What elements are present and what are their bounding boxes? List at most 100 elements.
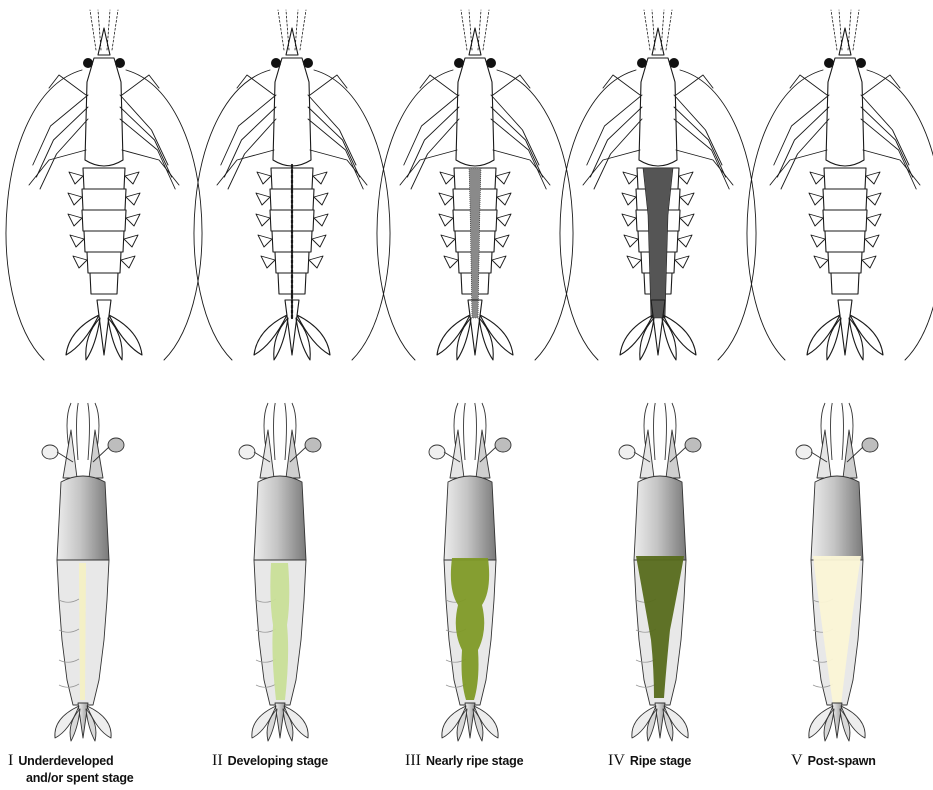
pleopod-left [809,214,823,226]
pleopod-right [675,256,689,268]
antenna-tuft [842,403,844,460]
pleopod-left [261,256,275,268]
eye-right [495,438,511,452]
eye-left [619,445,635,459]
pleopod-left [68,214,82,226]
pleopod-right [126,214,140,226]
antenna-tuft [77,403,79,460]
walking-leg [404,95,459,165]
line-shrimp-2 [194,10,390,360]
telson [78,703,88,738]
antennule [644,10,650,50]
stage-label: Post-spawn [808,754,876,768]
stage-label: Nearly ripe stage [426,754,523,768]
carapace [634,476,686,560]
leg-right-long [310,150,367,185]
leg-right-long [122,150,179,185]
pleopod-left [444,256,458,268]
pleopod-right [313,172,327,184]
walking-leg [861,119,916,189]
antenna-tuft [654,403,656,460]
pleopod-right [497,193,511,205]
antenna-tuft [831,403,833,460]
head-lobe [640,430,654,478]
stage-label: Developing stage [228,754,328,768]
shaded-shrimp-2 [239,403,321,741]
pleopod-right [309,256,323,268]
eye-left [239,445,255,459]
line-shrimp-3 [377,10,573,360]
uropod-inner [86,318,100,360]
uropod-inner [457,318,471,360]
head-lobe [63,430,77,478]
abdomen-segment [824,168,866,189]
line-shrimp-1 [6,10,202,360]
walking-leg [674,119,729,189]
pleopod-left [69,172,83,184]
leg-right-long [493,150,550,185]
pleopod-left [68,193,82,205]
telson [655,703,665,738]
telson [275,703,285,738]
ovary [79,563,86,700]
eye-left [42,445,58,459]
carapace [444,476,496,560]
pleopod-right [678,235,692,247]
telson [838,300,852,355]
pleopod-left [441,235,455,247]
head-lobe [817,430,831,478]
uropod-inner [662,318,676,360]
uropod-outer [66,315,99,355]
stage-caption-3: IIINearly ripe stage [405,752,523,770]
shaded-shrimp-3 [429,403,511,741]
uropod-inner [108,318,122,360]
carapace [811,476,863,560]
stage-label-line2: and/or spent stage [8,770,134,787]
pleopod-left [256,214,270,226]
eye-left [796,445,812,459]
pleopod-left [258,235,272,247]
uropod-outer [807,315,840,355]
antenna-tuft [464,403,466,460]
pleopod-left [811,235,825,247]
abdomen-segment [82,189,126,210]
pleopod-left [257,172,271,184]
abdomen-segment [828,252,862,273]
pleopod-right [497,214,511,226]
line-shrimp-5 [747,10,933,360]
abdomen-segment [83,168,125,189]
pleopod-left [810,172,824,184]
abdomen-segment [84,231,124,252]
pleopod-left [622,214,636,226]
carapace [85,58,123,166]
antennule [300,10,306,50]
pleopod-right [866,172,880,184]
uropod-inner [296,318,310,360]
abdomen-segment [831,273,859,294]
pleopod-right [125,172,139,184]
antenna-tuft [285,403,287,460]
walking-leg [491,119,546,189]
pleopod-right [862,256,876,268]
abdomen-segment [823,189,867,210]
uropod-inner [479,318,493,360]
eye-right [108,438,124,452]
carapace [254,476,306,560]
pleopod-left [256,193,270,205]
pleopod-left [623,172,637,184]
walking-leg [587,95,642,165]
stage-label: Ripe stage [630,754,691,768]
antenna-tuft [88,403,90,460]
stage-label: Underdeveloped [18,754,113,768]
line-drawing-row [6,10,933,360]
telson [97,300,111,355]
antennule [278,10,284,50]
antenna-tuft [274,403,276,460]
telson [832,703,842,738]
carapace [456,58,494,166]
pleopod-right [314,214,328,226]
pleopod-right [495,235,509,247]
abdomen-segment [823,210,867,231]
